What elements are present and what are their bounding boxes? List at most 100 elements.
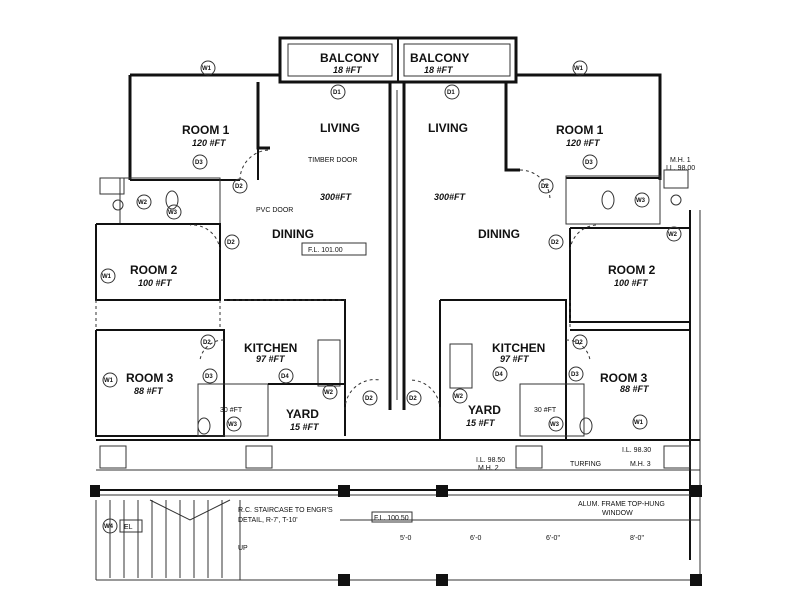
balcony-left-area: 18 #FT xyxy=(333,65,363,75)
balcony-left-label: BALCONY xyxy=(320,51,379,65)
svg-text:W3: W3 xyxy=(550,422,560,428)
room-labels: BALCONY 18 #FT BALCONY 18 #FT LIVING LIV… xyxy=(126,51,656,432)
room1-right-label: ROOM 1 xyxy=(556,123,604,137)
door-tag-d2-right-b: D2 xyxy=(548,234,564,250)
toilet-icon xyxy=(112,190,682,435)
door-tag-d2-left-c: D2 xyxy=(200,334,216,350)
plan-notes: TIMBER DOOR PVC DOOR F.L. 101.00 M.H. 1 … xyxy=(119,157,695,552)
svg-text:D2: D2 xyxy=(541,184,549,190)
svg-text:D2: D2 xyxy=(551,240,559,246)
svg-text:D1: D1 xyxy=(333,90,341,96)
svg-text:W2: W2 xyxy=(324,390,334,396)
living-left-label: LIVING xyxy=(320,121,360,135)
dining-left-label: DINING xyxy=(272,227,314,241)
room3-right-label: ROOM 3 xyxy=(600,371,648,385)
svg-text:D3: D3 xyxy=(585,160,593,166)
door-tag-d2-right-a: D2 xyxy=(538,178,554,194)
room3-left-label: ROOM 3 xyxy=(126,371,174,385)
svg-text:W2: W2 xyxy=(454,394,464,400)
svg-text:D2: D2 xyxy=(203,340,211,346)
svg-text:D2: D2 xyxy=(235,184,243,190)
il-bottom-right-note: I.L. 98.30 xyxy=(622,447,651,454)
balcony-right-area: 18 #FT xyxy=(424,65,454,75)
door-tag-d1-left: D1 xyxy=(330,84,346,100)
door-tag-d3-left: D3 xyxy=(192,154,208,170)
svg-text:W4: W4 xyxy=(104,524,114,530)
svg-text:D2: D2 xyxy=(365,396,373,402)
window-tag-w1-top-right: W1 xyxy=(572,60,588,76)
svg-text:W1: W1 xyxy=(104,378,114,384)
timber-door-note: TIMBER DOOR xyxy=(308,157,357,164)
kitchen-left-area: 97 #FT xyxy=(256,354,286,364)
window-tag-w4: W4 xyxy=(102,518,118,534)
svg-text:D2: D2 xyxy=(575,340,583,346)
bath-left-area: 30 #FT xyxy=(220,407,243,414)
dim-3-note: 8'-0" xyxy=(630,535,644,542)
living-right-area: 300#FT xyxy=(434,192,467,202)
alum-window-note-2: WINDOW xyxy=(602,510,633,517)
room2-right-label: ROOM 2 xyxy=(608,263,656,277)
door-tag-d3-left-b: D3 xyxy=(202,368,218,384)
door-tag-d3-right-b: D3 xyxy=(568,366,584,382)
svg-text:W1: W1 xyxy=(202,66,212,72)
window-tag-w3-right-bath2: W3 xyxy=(548,416,564,432)
living-right-label: LIVING xyxy=(428,121,468,135)
svg-text:D1: D1 xyxy=(447,90,455,96)
kitchen-right-label: KITCHEN xyxy=(492,341,545,355)
svg-text:D2: D2 xyxy=(227,240,235,246)
window-tag-w3-left-bath2: W3 xyxy=(226,416,242,432)
room2-left-label: ROOM 2 xyxy=(130,263,178,277)
window-tag-w1-room2-left: W1 xyxy=(100,268,116,284)
door-tag-d2-right-c: D2 xyxy=(572,334,588,350)
opening-tags: D1 D1 D3 D3 D2 D2 D2 D2 D2 D2 D3 D3 D4 D… xyxy=(100,60,682,534)
svg-text:W3: W3 xyxy=(228,422,238,428)
svg-text:D4: D4 xyxy=(495,372,503,378)
room3-right-area: 88 #FT xyxy=(620,384,650,394)
window-tag-w1-top-left: W1 xyxy=(200,60,216,76)
svg-text:W2: W2 xyxy=(668,232,678,238)
window-tag-w1-room3-right: W1 xyxy=(632,414,648,430)
dim-1-note: 6'-0 xyxy=(470,535,482,542)
kitchen-left-label: KITCHEN xyxy=(244,341,297,355)
staircase-note-1: R.C. STAIRCASE TO ENGR'S xyxy=(238,507,333,514)
door-tag-d4-right: D4 xyxy=(492,366,508,382)
room2-left-area: 100 #FT xyxy=(138,278,173,288)
svg-text:W1: W1 xyxy=(634,420,644,426)
door-tag-d4-left: D4 xyxy=(278,368,294,384)
door-tag-d2-right-d: D2 xyxy=(406,390,422,406)
yard-left-area: 15 #FT xyxy=(290,422,320,432)
svg-text:D2: D2 xyxy=(409,396,417,402)
room1-left-label: ROOM 1 xyxy=(182,123,230,137)
svg-text:W3: W3 xyxy=(636,198,646,204)
il-bottom-left-note: I.L. 98.50 xyxy=(476,457,505,464)
mh1-right-note: M.H. 1 xyxy=(670,157,691,164)
window-tag-w3-right-bath1: W3 xyxy=(634,192,650,208)
door-tag-d3-right: D3 xyxy=(582,154,598,170)
svg-text:D4: D4 xyxy=(281,374,289,380)
wall-lines xyxy=(90,36,702,586)
balcony-right-label: BALCONY xyxy=(410,51,469,65)
room2-right-area: 100 #FT xyxy=(614,278,649,288)
mh-bottom-right-note: M.H. 3 xyxy=(630,461,651,468)
svg-text:W2: W2 xyxy=(138,200,148,206)
el-note: EL xyxy=(124,524,133,531)
il-right-note: I.L. 98.00 xyxy=(666,165,695,172)
svg-text:D3: D3 xyxy=(195,160,203,166)
svg-text:W1: W1 xyxy=(102,274,112,280)
yard-left-label: YARD xyxy=(286,407,319,421)
alum-window-note-1: ALUM. FRAME TOP-HUNG xyxy=(578,501,665,508)
door-tag-d1-right: D1 xyxy=(444,84,460,100)
room3-left-area: 88 #FT xyxy=(134,386,164,396)
window-tag-w2-right-room2: W2 xyxy=(666,226,682,242)
yard-right-label: YARD xyxy=(468,403,501,417)
dim-2-note: 6'-0" xyxy=(546,535,560,542)
living-left-area: 300#FT xyxy=(320,192,353,202)
door-tag-d2-left-a: D2 xyxy=(232,178,248,194)
door-tag-d2-left-b: D2 xyxy=(224,234,240,250)
up-note: UP xyxy=(238,545,248,552)
window-tag-w2-left-yard: W2 xyxy=(322,384,338,400)
svg-text:W3: W3 xyxy=(168,210,178,216)
mh-bottom-left-note: M.H. 2 xyxy=(478,465,499,472)
svg-text:W1: W1 xyxy=(574,66,584,72)
